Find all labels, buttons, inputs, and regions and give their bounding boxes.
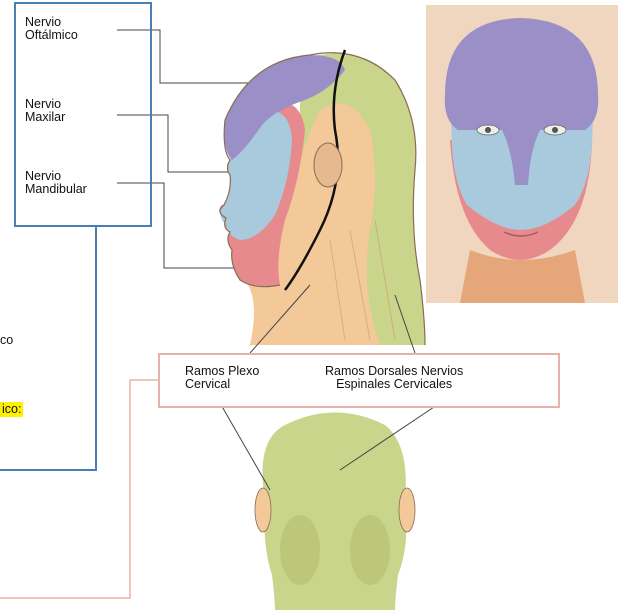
cut-text-1: co [0, 334, 13, 347]
cut-text-2-highlight: ico: [0, 402, 23, 417]
label-ramos-plexo-cervical: Ramos Plexo Cervical [185, 365, 259, 391]
back-head [255, 413, 415, 610]
label-dorsales-line2: Espinales Cervicales [325, 378, 463, 391]
side-head [219, 50, 425, 345]
label-mandibular-line2: Mandibular [25, 183, 87, 196]
label-oftalmico-line2: Oftálmico [25, 29, 78, 42]
label-plexo-line2: Cervical [185, 378, 259, 391]
label-nervio-mandibular: Nervio Mandibular [25, 170, 87, 196]
label-nervio-maxilar: Nervio Maxilar [25, 98, 65, 124]
front-head [426, 5, 618, 303]
label-ramos-dorsales: Ramos Dorsales Nervios Espinales Cervica… [325, 365, 463, 391]
cervical-frame-tail [0, 380, 158, 598]
trigeminal-frame-tail [0, 227, 96, 470]
label-maxilar-line2: Maxilar [25, 111, 65, 124]
label-nervio-oftalmico: Nervio Oftálmico [25, 16, 78, 42]
